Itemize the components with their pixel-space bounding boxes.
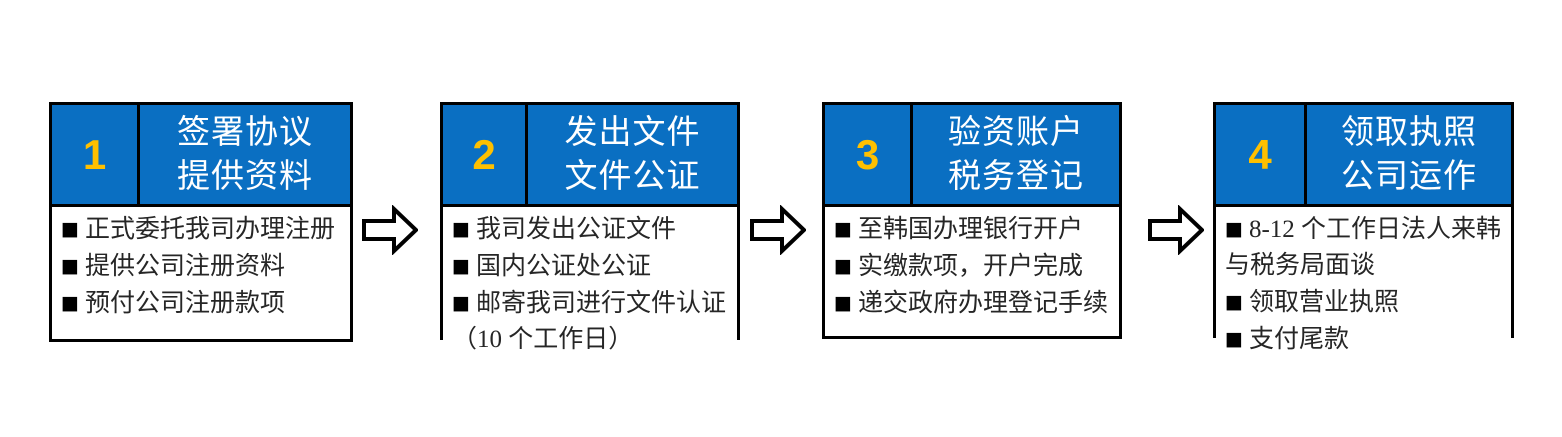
bullet-item: ■提供公司注册资料 — [61, 248, 344, 285]
bullet-square-icon: ■ — [1225, 291, 1243, 313]
arrow-right-icon — [362, 205, 418, 255]
bullet-text: 国内公证处公证 — [475, 253, 651, 280]
bullet-text: 我司发出公证文件 — [475, 216, 676, 243]
bullet-item: ■实缴款项，开户完成 — [834, 248, 1113, 285]
step-header-4: 4 领取执照 公司运作 — [1216, 105, 1511, 207]
step-title-2: 发出文件 文件公证 — [528, 105, 737, 204]
step-title-1: 签署协议 提供资料 — [140, 105, 350, 204]
bullet-text: 支付尾款 — [1248, 326, 1349, 353]
bullet-item: ■至韩国办理银行开户 — [834, 211, 1113, 248]
bullet-text: 8-12 个工作日法人来韩与税务局面谈 — [1225, 216, 1502, 279]
bullet-square-icon: ■ — [61, 218, 79, 240]
step-title-3-line2: 税务登记 — [948, 156, 1084, 194]
step-number-4: 4 — [1216, 105, 1307, 204]
bullet-square-icon: ■ — [452, 255, 470, 277]
bullet-square-icon: ■ — [1225, 218, 1243, 240]
step-number-2: 2 — [443, 105, 528, 204]
step-number-1: 1 — [52, 105, 140, 204]
bullet-text: 领取营业执照 — [1248, 289, 1399, 316]
process-step-card-2: 2 发出文件 文件公证 ■我司发出公证文件 ■国内公证处公证 ■邮寄我司进行文件… — [440, 102, 740, 364]
step-title-1-line2: 提供资料 — [177, 156, 313, 194]
step-title-2-line1: 发出文件 — [564, 112, 701, 150]
bullet-text: 递交政府办理登记手续 — [857, 290, 1108, 317]
connector-arrow-2 — [750, 205, 806, 255]
bullet-item: ■我司发出公证文件 — [452, 211, 731, 248]
bullet-square-icon: ■ — [452, 218, 470, 240]
step-body-2: ■我司发出公证文件 ■国内公证处公证 ■邮寄我司进行文件认证（10 个工作日） — [443, 207, 737, 364]
arrow-right-icon — [1148, 205, 1204, 255]
bullet-item: ■支付尾款 — [1225, 321, 1505, 358]
bullet-square-icon: ■ — [834, 218, 852, 240]
step-body-1: ■正式委托我司办理注册 ■提供公司注册资料 ■预付公司注册款项 — [52, 207, 350, 339]
bullet-item: ■国内公证处公证 — [452, 248, 731, 285]
connector-arrow-1 — [362, 205, 418, 255]
bullet-text: 实缴款项，开户完成 — [857, 253, 1083, 280]
bullet-square-icon: ■ — [452, 292, 470, 314]
bullet-text: 至韩国办理银行开户 — [857, 216, 1083, 243]
bullet-item: ■正式委托我司办理注册 — [61, 211, 344, 248]
bullet-item: ■8-12 个工作日法人来韩与税务局面谈 — [1225, 211, 1505, 284]
connector-arrow-3 — [1148, 205, 1204, 255]
bullet-square-icon: ■ — [61, 292, 79, 314]
bullet-text: 正式委托我司办理注册 — [84, 216, 335, 243]
bullet-text: 预付公司注册款项 — [84, 290, 285, 317]
bullet-square-icon: ■ — [1225, 328, 1243, 350]
bullet-square-icon: ■ — [61, 255, 79, 277]
bullet-text: 邮寄我司进行文件认证（10 个工作日） — [452, 290, 726, 353]
process-step-card-3: 3 验资账户 税务登记 ■至韩国办理银行开户 ■实缴款项，开户完成 ■递交政府办… — [822, 102, 1122, 339]
bullet-item: ■邮寄我司进行文件认证（10 个工作日） — [452, 285, 731, 358]
bullet-item: ■领取营业执照 — [1225, 284, 1505, 321]
step-title-4: 领取执照 公司运作 — [1307, 105, 1511, 204]
step-body-4: ■8-12 个工作日法人来韩与税务局面谈 ■领取营业执照 ■支付尾款 — [1216, 207, 1511, 364]
step-title-4-line1: 领取执照 — [1341, 112, 1477, 150]
bullet-square-icon: ■ — [834, 292, 852, 314]
step-title-4-line2: 公司运作 — [1341, 156, 1477, 194]
step-title-3: 验资账户 税务登记 — [913, 105, 1119, 204]
bullet-item: ■递交政府办理登记手续 — [834, 285, 1113, 322]
step-body-3: ■至韩国办理银行开户 ■实缴款项，开户完成 ■递交政府办理登记手续 — [825, 207, 1119, 336]
bullet-item: ■预付公司注册款项 — [61, 285, 344, 322]
step-header-2: 2 发出文件 文件公证 — [443, 105, 737, 207]
step-title-3-line1: 验资账户 — [948, 112, 1084, 150]
process-step-card-1: 1 签署协议 提供资料 ■正式委托我司办理注册 ■提供公司注册资料 ■预付公司注… — [49, 102, 353, 342]
step-number-3: 3 — [825, 105, 913, 204]
bullet-text: 提供公司注册资料 — [84, 253, 285, 280]
step-header-1: 1 签署协议 提供资料 — [52, 105, 350, 207]
arrow-right-icon — [750, 205, 806, 255]
process-step-card-4: 4 领取执照 公司运作 ■8-12 个工作日法人来韩与税务局面谈 ■领取营业执照… — [1213, 102, 1514, 364]
bullet-square-icon: ■ — [834, 255, 852, 277]
step-title-1-line1: 签署协议 — [177, 112, 313, 150]
step-header-3: 3 验资账户 税务登记 — [825, 105, 1119, 207]
step-title-2-line2: 文件公证 — [564, 156, 701, 194]
